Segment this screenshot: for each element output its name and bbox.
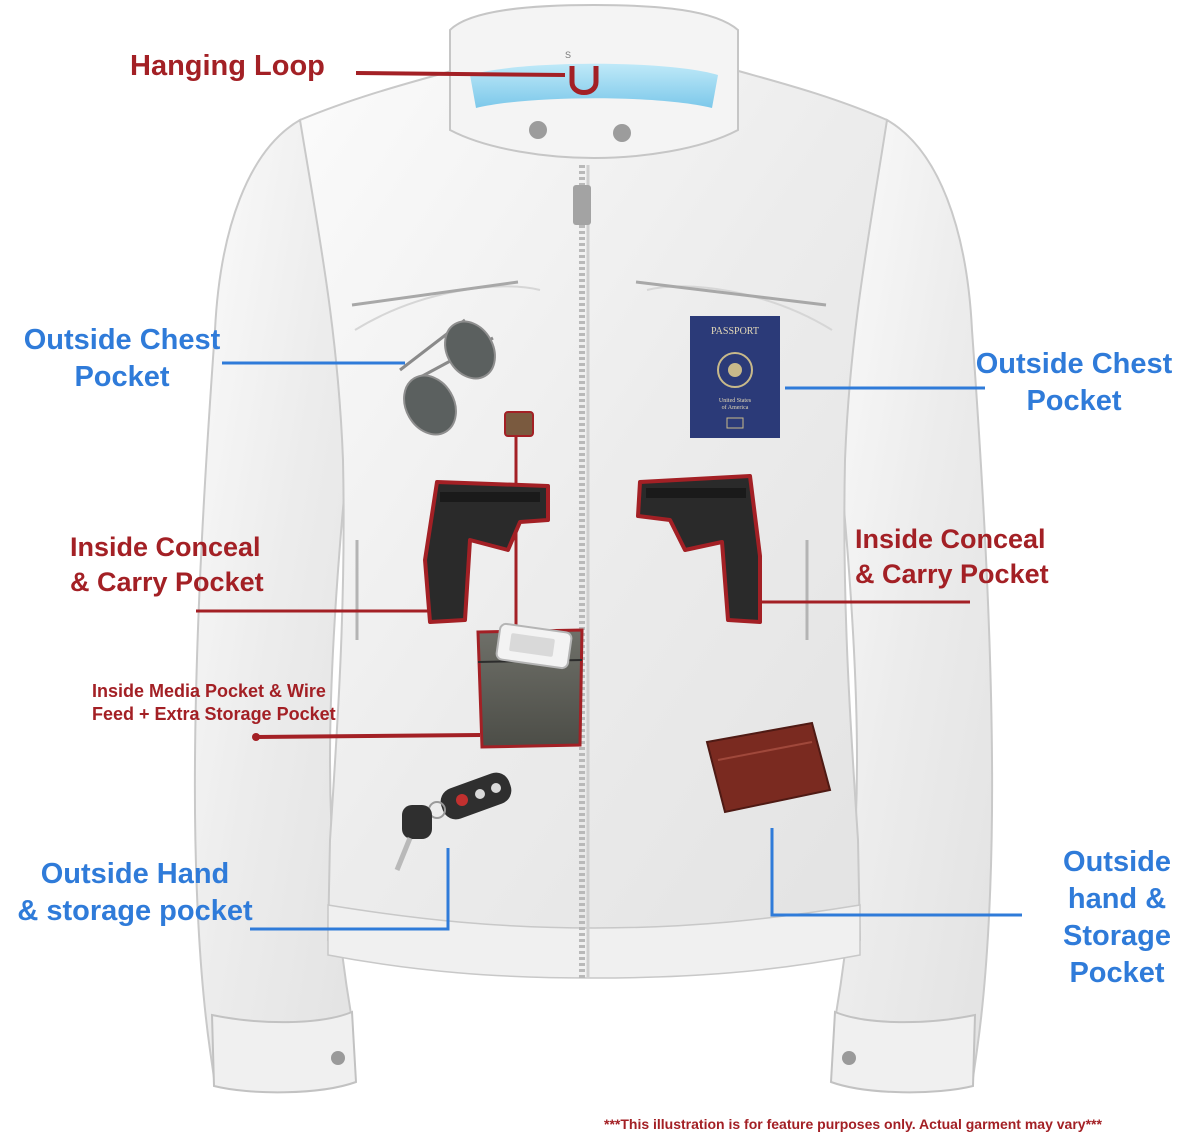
label-line: Outside [1063, 846, 1171, 878]
label-line: Pocket [74, 361, 170, 394]
label-line: Inside Conceal [855, 524, 1046, 554]
disclaimer-text: ***This illustration is for feature purp… [604, 1116, 1102, 1132]
size-tag: S [565, 50, 571, 60]
inside-conceal-carry-left-label: Inside Conceal & Carry Pocket [70, 530, 264, 599]
right-sleeve [825, 118, 994, 1094]
inside-media-pocket-label: Inside Media Pocket & Wire Feed + Extra … [92, 680, 336, 726]
label-line: Inside Conceal [70, 532, 261, 562]
outside-chest-pocket-left-label: Outside Chest Pocket [14, 322, 230, 396]
outside-hand-storage-right-label: Outside hand & Storage Pocket [1052, 844, 1182, 992]
handgun-icon [636, 474, 762, 624]
outside-chest-pocket-right-label: Outside Chest Pocket [965, 346, 1183, 420]
wire-clip-icon [504, 411, 534, 437]
label-line: & storage pocket [17, 895, 253, 928]
outside-hand-storage-left-label: Outside Hand & storage pocket [4, 856, 266, 930]
passport-country-line1: United States [719, 398, 752, 404]
phone-icon [495, 622, 573, 670]
hanging-loop-icon [569, 66, 599, 95]
label-line: Storage [1063, 920, 1171, 953]
center-zipper [573, 165, 591, 978]
label-line: Outside Chest [23, 324, 221, 356]
callout-lines [196, 71, 1022, 931]
label-line: Feed + Extra Storage Pocket [92, 704, 336, 725]
label-line: hand & [1067, 883, 1167, 916]
passport-title: PASSPORT [711, 326, 759, 337]
car-keys-icon [394, 772, 512, 871]
label-line: & Carry Pocket [855, 558, 1049, 589]
hanging-loop-label: Hanging Loop [130, 48, 325, 85]
inside-conceal-carry-right-label: Inside Conceal & Carry Pocket [855, 522, 1049, 591]
sunglasses-icon [399, 318, 496, 436]
label-line: Inside Media Pocket & Wire [92, 681, 326, 701]
label-line: Outside Chest [975, 348, 1173, 380]
passport-icon: PASSPORT United States of America [690, 316, 780, 438]
label-line: Pocket [1069, 957, 1165, 990]
label-line: & Carry Pocket [70, 566, 264, 597]
handgun-icon [423, 480, 550, 624]
hanging-loop-text: Hanging Loop [130, 50, 325, 82]
label-line: Outside Hand [40, 858, 230, 890]
wallet-icon [705, 721, 832, 814]
passport-country-line2: of America [722, 404, 749, 411]
jacket-body: S [298, 3, 889, 979]
label-line: Pocket [1026, 385, 1122, 418]
